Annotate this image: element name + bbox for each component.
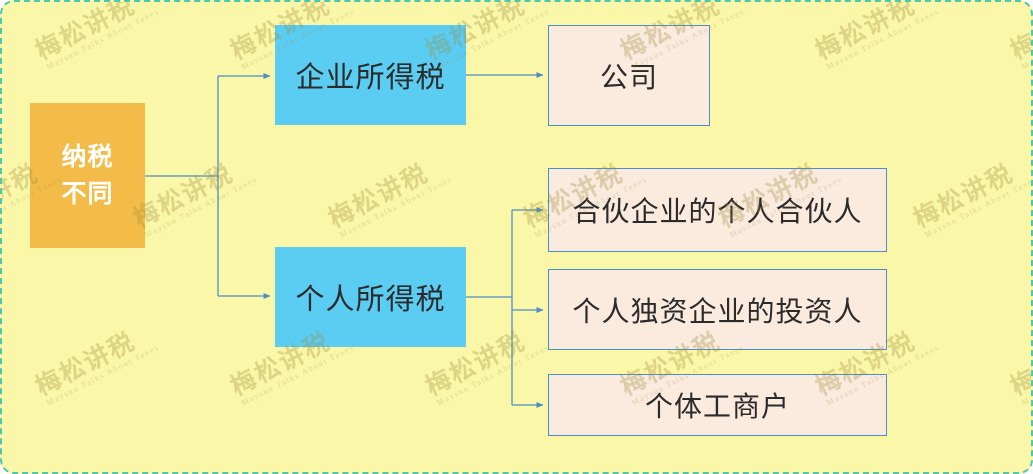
node-individual-income-tax[interactable]: 个人所得税 [275,247,466,347]
node-corporate-income-tax[interactable]: 企业所得税 [275,25,466,125]
watermark-text-cn: 梅松讲税 [909,160,1018,234]
node-sole-proprietorship-investor[interactable]: 个人独资企业的投资人 [548,269,887,350]
node-company[interactable]: 公司 [548,25,710,126]
watermark-text-cn: 梅松讲税 [1006,2,1031,66]
watermark-text-en: Maysun Talks About Taxes [240,342,356,408]
watermark-text-en: Maysun Talks About Taxes [435,342,551,408]
node-root-line2: 不同 [61,179,114,208]
node-corporate-income-tax-label: 企业所得税 [295,62,446,94]
watermark-text-en: Maysun Talks About Taxes [922,174,1031,240]
node-individual-business-household[interactable]: 个体工商户 [548,374,887,436]
watermark-text-cn: 梅松讲税 [1006,328,1031,402]
watermark-text-cn: 梅松讲税 [811,2,921,66]
watermark-text-cn: 梅松讲税 [31,328,141,402]
node-partnership-individual-partner-label: 合伙企业的个人合伙人 [572,196,863,227]
watermark-text-en: Maysun Talks About Taxes [45,342,161,408]
node-individual-income-tax-label: 个人所得税 [295,284,446,316]
watermark-text-cn: 梅松讲税 [129,160,238,234]
watermark-text-en: Maysun Talks About Taxes [45,6,161,72]
watermark-text-en: Maysun Talks About Taxes [825,6,941,72]
watermark-text-cn: 梅松讲税 [324,160,433,234]
node-company-label: 公司 [599,61,658,93]
node-individual-business-household-label: 个体工商户 [644,391,790,422]
watermark-text-en: Maysun Talks About Taxes [337,174,454,240]
node-sole-proprietorship-investor-label: 个人独资企业的投资人 [572,295,863,327]
watermark-text-en: Maysun Talks About Taxes [1020,7,1031,72]
node-partnership-individual-partner[interactable]: 合伙企业的个人合伙人 [548,168,887,252]
node-root-line1: 纳税 [61,143,114,172]
node-root[interactable]: 纳税 不同 [30,103,145,248]
watermark-text-cn: 梅松讲税 [31,2,141,66]
watermark-text-en: Maysun Talks About Taxes [1020,343,1031,408]
watermark-text-en: Maysun Talks About Taxes [142,174,259,240]
